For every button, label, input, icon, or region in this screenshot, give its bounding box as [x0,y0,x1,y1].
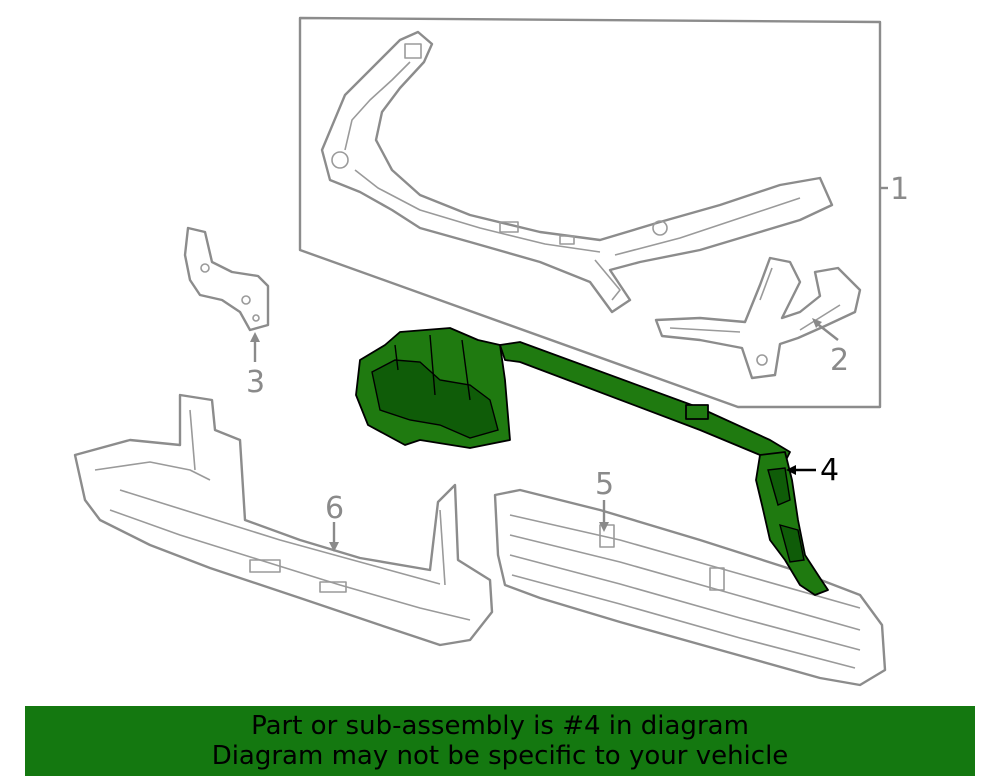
callout-2: 2 [830,343,849,378]
banner-line-1: Part or sub-assembly is #4 in diagram [251,711,749,741]
arrow-6-icon [329,542,339,552]
part-1-panel [298,16,882,409]
callout-3: 3 [246,365,265,400]
callout-6: 6 [325,491,344,526]
banner-line-2: Diagram may not be specific to your vehi… [211,741,789,771]
part-5-shutter [493,488,887,687]
parts-diagram: 1 2 3 4 5 6 [73,16,909,687]
part-3-bracket [183,226,270,332]
part-2-bracket [654,256,862,380]
info-banner: Part or sub-assembly is #4 in diagram Di… [25,706,975,776]
callout-4: 4 [820,453,839,488]
part-6-deflector [73,393,494,647]
arrow-2-icon [812,318,822,328]
leader-lines [250,186,888,552]
part-1-upper-support [320,30,834,314]
arrow-5-icon [599,522,609,532]
arrow-4-icon [786,465,796,475]
callout-5: 5 [595,467,614,502]
arrow-3-icon [250,332,260,342]
part-4-highlighted [355,327,829,596]
callout-1: 1 [890,172,909,207]
